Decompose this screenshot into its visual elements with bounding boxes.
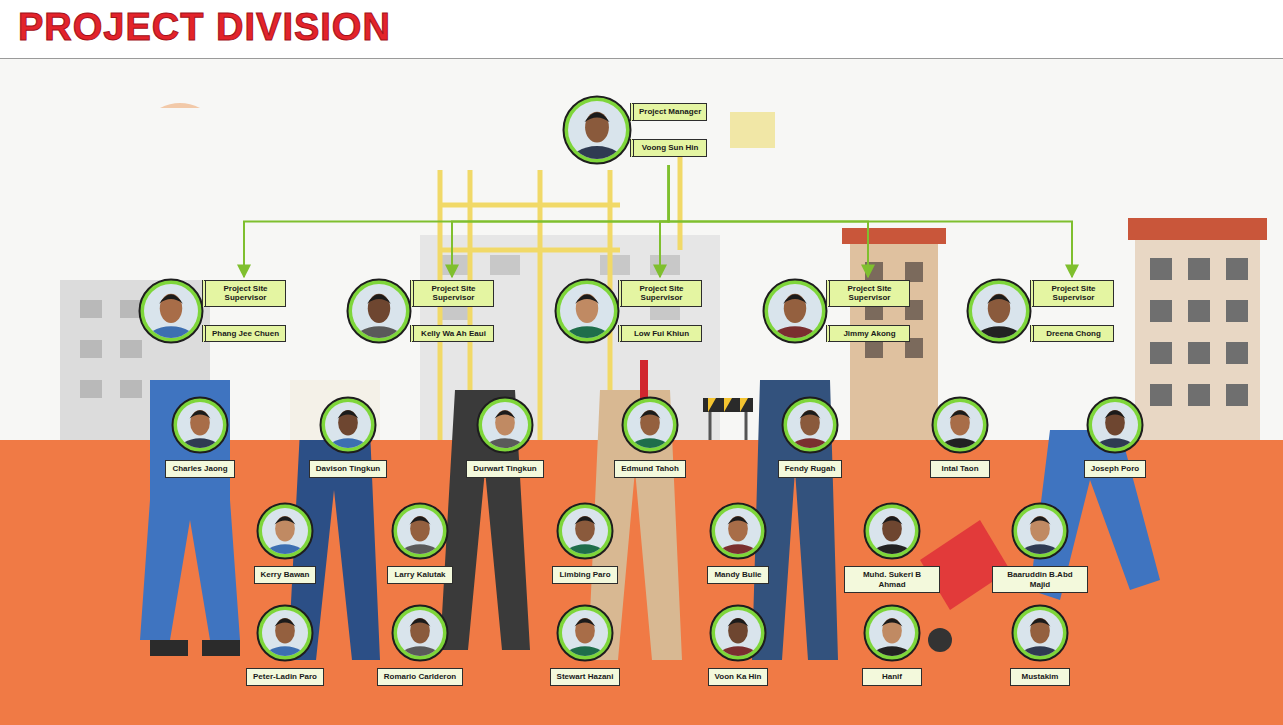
worker-card: Mustakim [1010, 604, 1070, 686]
worker-card: Joseph Poro [1084, 396, 1146, 478]
role-label: Project Site Supervisor [410, 280, 494, 307]
portrait-photo [171, 396, 229, 454]
name-label: Peter-Ladin Paro [246, 668, 324, 686]
worker-card: Larry Kalutak [387, 502, 452, 584]
portrait-photo [346, 278, 412, 344]
role-label: Project Site Supervisor [618, 280, 702, 307]
name-label: Dreena Chong [1030, 325, 1114, 343]
reporting-connector [452, 165, 669, 277]
worker-card: Hanif [862, 604, 922, 686]
portrait-photo [256, 502, 314, 560]
worker-card: Intal Taon [930, 396, 990, 478]
name-label: Voong Sun Hin [630, 139, 707, 157]
name-label: Intal Taon [930, 460, 990, 478]
staff-card: Project Site SupervisorLow Fui Khiun [554, 278, 702, 344]
name-label: Voon Ka Hin [708, 668, 769, 686]
name-label: Charles Jaong [165, 460, 234, 478]
worker-card: Davison Tingkun [309, 396, 387, 478]
role-label: Project Manager [630, 103, 707, 121]
worker-card: Charles Jaong [165, 396, 234, 478]
name-label: Kelly Wa Ah Eaui [410, 325, 494, 343]
portrait-photo [709, 604, 767, 662]
reporting-connector [669, 165, 1072, 277]
portrait-photo [863, 604, 921, 662]
portrait-photo [1086, 396, 1144, 454]
staff-card: Project Site SupervisorDreena Chong [966, 278, 1114, 344]
portrait-photo [781, 396, 839, 454]
worker-card: Kerry Bawan [254, 502, 317, 584]
portrait-photo [1011, 502, 1069, 560]
portrait-photo [138, 278, 204, 344]
portrait-photo [476, 396, 534, 454]
name-label: Mandy Bulie [707, 566, 768, 584]
portrait-photo [556, 604, 614, 662]
name-label: Fendy Rugah [778, 460, 843, 478]
staff-card: Project Site SupervisorJimmy Akong [762, 278, 910, 344]
name-label: Limbing Paro [552, 566, 617, 584]
worker-card: Peter-Ladin Paro [246, 604, 324, 686]
role-label: Project Site Supervisor [1030, 280, 1114, 307]
cloud [160, 103, 200, 108]
reporting-connector [244, 165, 669, 277]
reporting-connector [660, 165, 669, 277]
name-label: Larry Kalutak [387, 566, 452, 584]
header-band [0, 0, 1283, 58]
portrait-photo [709, 502, 767, 560]
worker-card: Stewart Hazani [550, 604, 621, 686]
page-title: PROJECT DIVISION [18, 6, 391, 49]
worker-card: Fendy Rugah [778, 396, 843, 478]
portrait-photo [554, 278, 620, 344]
portrait-photo [931, 396, 989, 454]
name-label: Durwart Tingkun [466, 460, 543, 478]
name-label: Hanif [862, 668, 922, 686]
name-label: Davison Tingkun [309, 460, 387, 478]
worker-card: Limbing Paro [552, 502, 617, 584]
name-label: Low Fui Khiun [618, 325, 702, 343]
staff-card: Project Site SupervisorKelly Wa Ah Eaui [346, 278, 494, 344]
name-label: Baaruddin B.Abd Majid [992, 566, 1088, 593]
portrait-photo [863, 502, 921, 560]
portrait-photo [762, 278, 828, 344]
portrait-photo [556, 502, 614, 560]
worker-card: Muhd. Sukeri B Ahmad [844, 502, 940, 593]
name-label: Edmund Tahoh [614, 460, 686, 478]
name-label: Phang Jee Chuen [202, 325, 286, 343]
name-label: Joseph Poro [1084, 460, 1146, 478]
worker-card: Baaruddin B.Abd Majid [992, 502, 1088, 593]
name-label: Stewart Hazani [550, 668, 621, 686]
worker-card: Edmund Tahoh [614, 396, 686, 478]
worker-card: Romario Carlderon [377, 604, 463, 686]
worker-card: Mandy Bulie [707, 502, 768, 584]
name-label: Muhd. Sukeri B Ahmad [844, 566, 940, 593]
portrait-photo [256, 604, 314, 662]
name-label: Jimmy Akong [826, 325, 910, 343]
portrait-photo [966, 278, 1032, 344]
role-label: Project Site Supervisor [202, 280, 286, 307]
portrait-photo [621, 396, 679, 454]
role-label: Project Site Supervisor [826, 280, 910, 307]
portrait-photo [1011, 604, 1069, 662]
staff-card: Project Site SupervisorPhang Jee Chuen [138, 278, 286, 344]
worker-card: Voon Ka Hin [708, 604, 769, 686]
portrait-photo [319, 396, 377, 454]
staff-card: Project ManagerVoong Sun Hin [562, 95, 707, 165]
portrait-photo [391, 604, 449, 662]
portrait-photo [562, 95, 632, 165]
name-label: Kerry Bawan [254, 566, 317, 584]
header-rule [0, 58, 1283, 59]
portrait-photo [391, 502, 449, 560]
worker-card: Durwart Tingkun [466, 396, 543, 478]
name-label: Romario Carlderon [377, 668, 463, 686]
barricade [703, 398, 753, 440]
name-label: Mustakim [1010, 668, 1070, 686]
